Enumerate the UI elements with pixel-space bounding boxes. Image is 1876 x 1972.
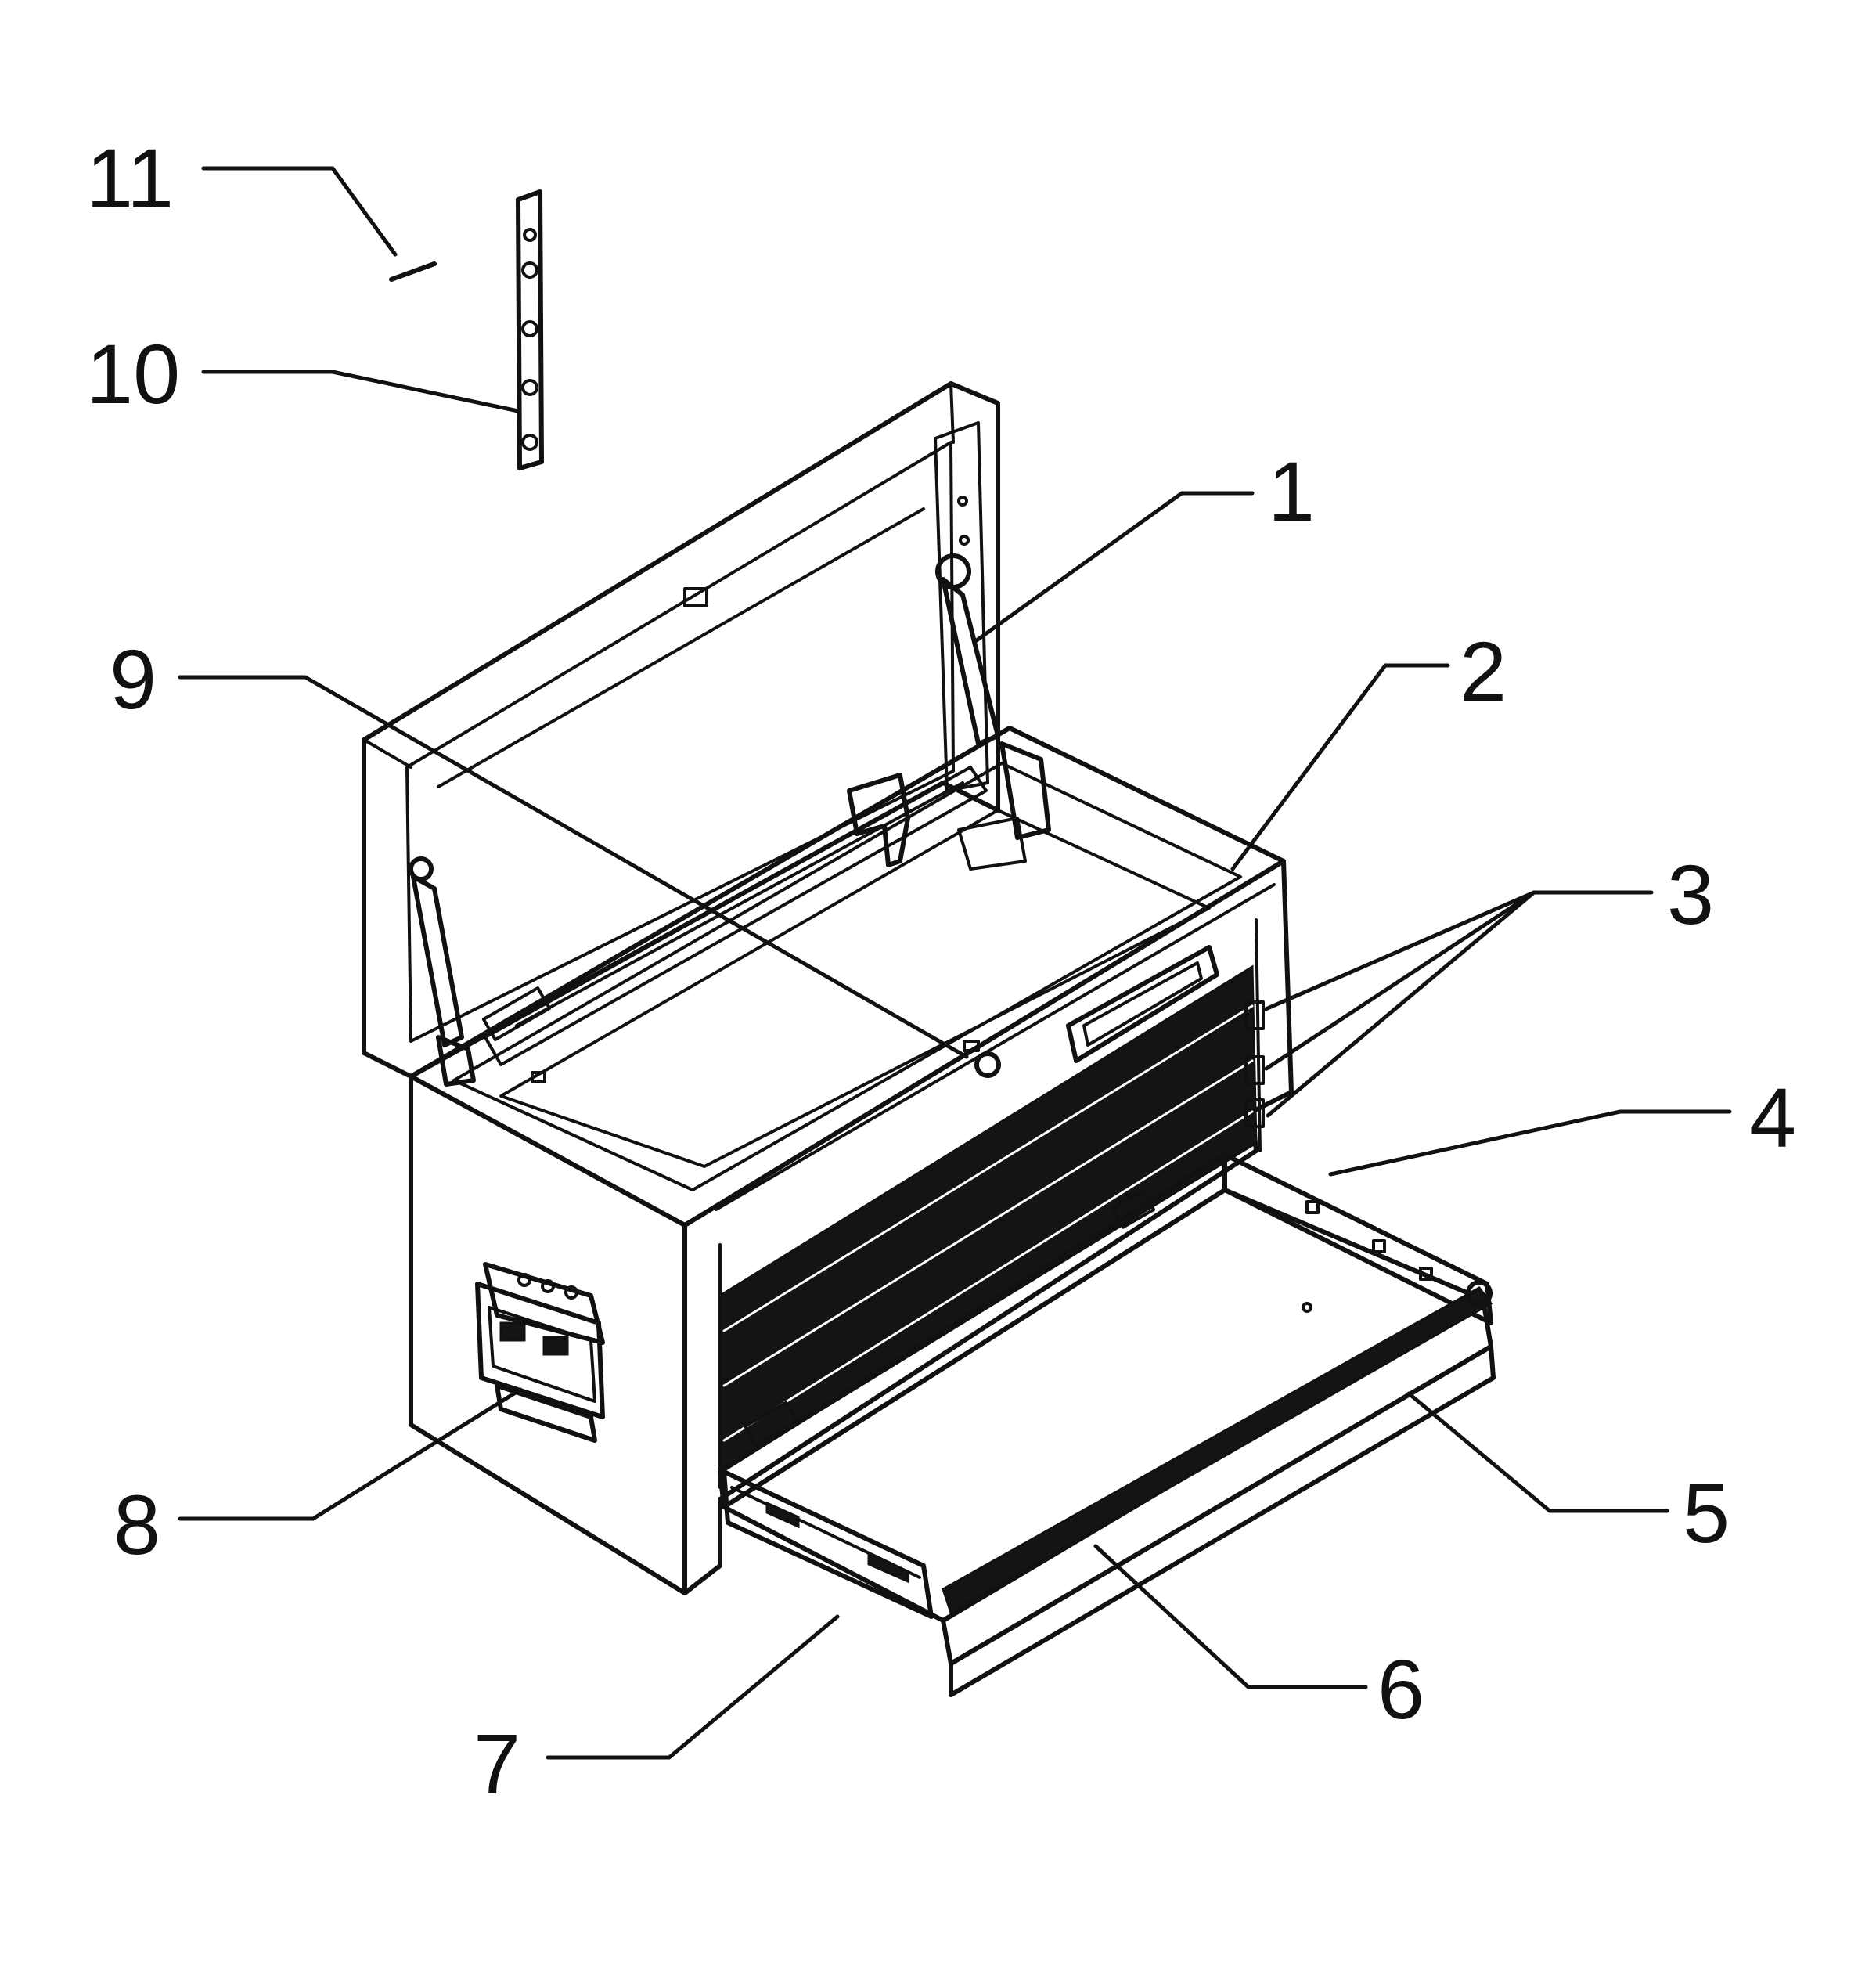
front-lock [1066,945,1219,1063]
label-4: 4 [1749,1070,1796,1165]
label-8: 8 [113,1477,160,1572]
label-2: 2 [1460,624,1507,719]
lock-screw-icon [974,1051,1001,1078]
gas-strut-left [409,856,476,1087]
label-9: 9 [110,632,157,726]
open-drawer [718,1152,1496,1697]
leader-lines [178,166,1732,1760]
label-1: 1 [1268,444,1315,539]
closed-drawers [718,964,1265,1474]
label-10: 10 [86,326,180,421]
hinge-plate [516,189,544,470]
reference-numerals: 1 2 3 4 5 6 7 8 9 10 11 [86,131,1796,1811]
label-11: 11 [86,131,174,225]
slide-bracket-icon [1244,1098,1265,1128]
side-handle [475,1262,605,1443]
slide-bracket-icon [1244,1000,1265,1030]
hinge-pin [389,261,437,282]
lid-clip-icon [683,587,708,607]
gas-strut-right [934,421,1051,840]
slide-bracket-icon [1244,1055,1265,1085]
label-3: 3 [1667,847,1714,942]
label-7: 7 [474,1716,520,1811]
open-lid [362,381,1000,1079]
label-5: 5 [1683,1465,1730,1560]
label-6: 6 [1377,1642,1424,1736]
